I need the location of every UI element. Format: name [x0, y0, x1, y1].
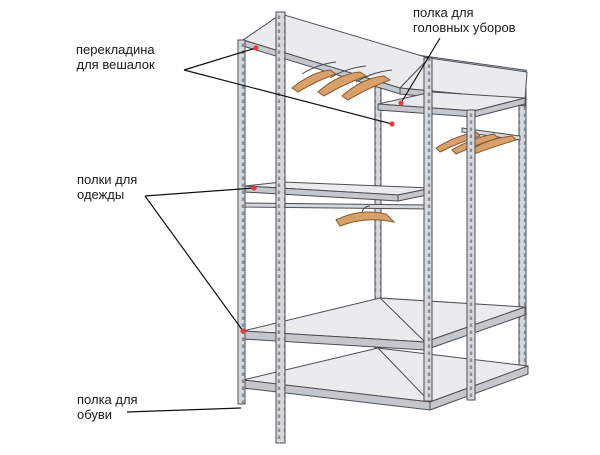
front-uprights: [237, 11, 476, 444]
middle-shelf-left: [244, 181, 433, 202]
hangers-upper-left: [291, 61, 393, 101]
left-lower-hanger-bar: [244, 202, 431, 210]
bottom-shelf: [242, 347, 529, 411]
clothes-shelves-label-line2: одежды: [77, 187, 125, 202]
hat-shelf-label-line1: полка для: [413, 5, 474, 20]
leader-lines: [126, 37, 441, 413]
hat-shelf-label: полка для головных уборов: [413, 5, 516, 35]
hanger-bar-label: перекладина для вешалок: [76, 42, 155, 72]
shoe-shelf-label-line1: полка для: [77, 392, 138, 407]
hanger-bar-label-line2: для вешалок: [76, 57, 155, 72]
clothes-shelves-label-line1: полки для: [77, 172, 138, 187]
shoe-shelf-label-line2: обуви: [77, 407, 113, 422]
shoe-shelf-label: полка для обуви: [77, 392, 138, 422]
clothes-shelves-label: полки для одежды: [77, 172, 137, 202]
callout-markers: [240, 45, 404, 334]
hanger-bar-label-line1: перекладина: [76, 42, 155, 57]
hanger-middle: [335, 205, 396, 227]
hat-shelf-label-line2: головных уборов: [413, 20, 516, 35]
